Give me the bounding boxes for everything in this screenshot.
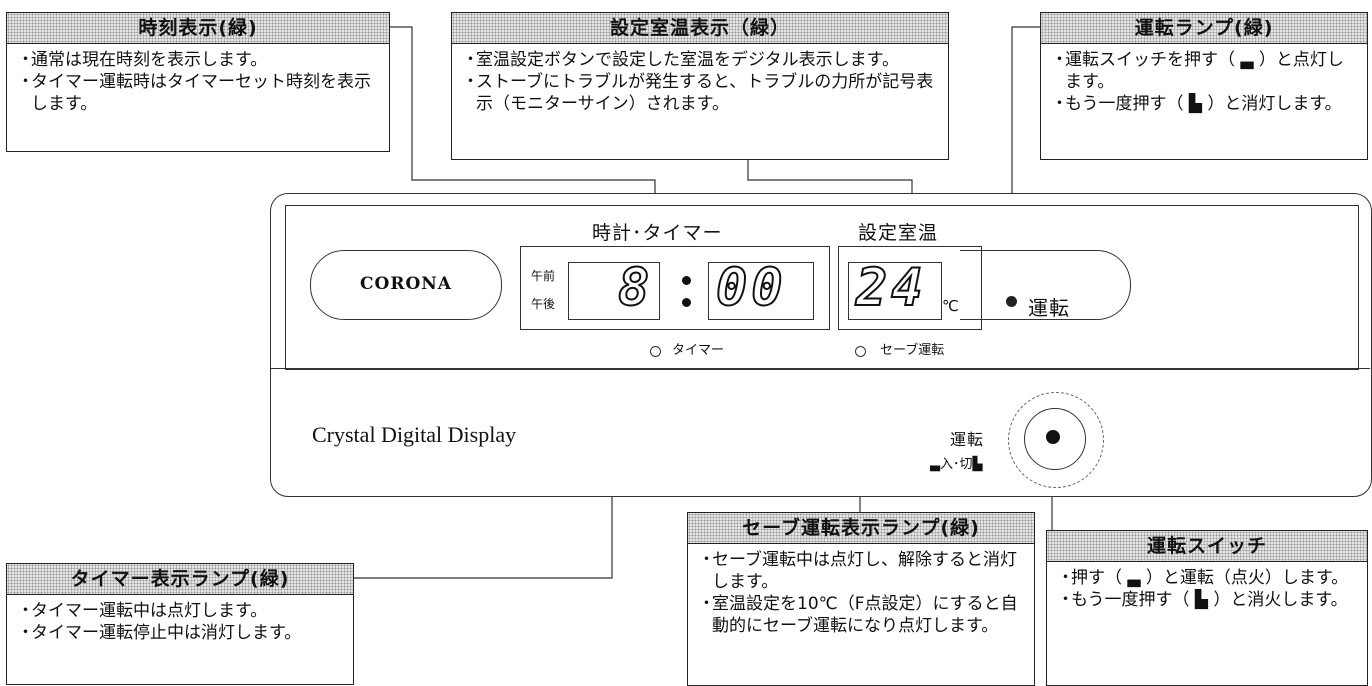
switch-onoff-label: ▃入･切▙ [930,457,983,472]
minute-digit-box [708,262,814,320]
celsius-unit: ℃ [942,297,959,315]
brand-logo: CORONA [359,274,452,294]
switch-bezel [1008,392,1104,488]
switch-label: 運転 [950,430,985,449]
control-panel [270,193,1372,497]
clock-display-frame [520,246,830,330]
run-lamp-title: 運転ランプ(緑) [1041,13,1367,44]
temp-display-note: ストーブにトラブルが発生すると、トラブルの力所が記号表示（モニターサイン）されま… [462,71,938,115]
clock-display-note: 通常は現在時刻を表示します。 [17,49,379,71]
save-lamp-title: セーブ運転表示ランプ(緑) [688,513,1034,544]
run-lamp [1006,296,1017,307]
clock-display-note: タイマー運転時はタイマーセット時刻を表示します。 [17,71,379,115]
temperature-digits: 24 [855,258,927,318]
colon-bottom [682,298,691,307]
colon-top [682,276,691,285]
run-lamp-callout: 運転ランプ(緑) 運転スイッチを押す（ ▃ ）と点灯します。 もう一度押す（ ▙… [1040,12,1368,160]
run-switch-callout: 運転スイッチ 押す（ ▃ ）と運転（点火）します。 もう一度押す（ ▙ ）と消火… [1046,530,1368,686]
run-lamp-note: 運転スイッチを押す（ ▃ ）と点灯します。 [1051,49,1357,93]
hour-digits: 8 [617,258,650,318]
run-switch-note: もう一度押す（ ▙ ）と消火します。 [1057,589,1357,611]
timer-lamp-note: タイマー運転中は点灯します。 [17,600,343,622]
run-label: 運転 [1028,296,1070,320]
brand-badge: CORONA [310,250,502,320]
timer-lamp-callout: タイマー表示ランプ(緑) タイマー運転中は点灯します。 タイマー運転停止中は消灯… [6,563,354,685]
temp-display-title: 設定室温表示（緑） [452,13,948,44]
run-switch-note: 押す（ ▃ ）と運転（点火）します。 [1057,567,1357,589]
temp-display-frame [838,246,982,330]
temp-digit-box [848,262,942,320]
series-name: Crystal Digital Display [312,422,517,447]
run-indicator-pill [960,250,1131,320]
clock-timer-label: 時計･タイマー [592,222,723,244]
save-lamp [855,346,866,357]
run-switch-button[interactable] [1024,408,1086,470]
save-lamp-note: セーブ運転中は点灯し、解除すると消灯します。 [698,549,1024,593]
set-temp-label: 設定室温 [858,222,939,244]
timer-lamp [650,346,661,357]
temp-display-note: 室温設定ボタンで設定した室温をデジタル表示します。 [462,49,938,71]
save-lamp-label: セーブ運転 [880,343,945,358]
run-switch-title: 運転スイッチ [1047,531,1367,562]
save-lamp-callout: セーブ運転表示ランプ(緑) セーブ運転中は点灯し、解除すると消灯します。 室温設… [687,512,1035,686]
pm-label: 午後 [531,297,556,311]
am-label: 午前 [531,269,556,283]
hour-digit-box [568,262,660,320]
save-lamp-note: 室温設定を10℃（F点設定）にすると自動的にセーブ運転になり点灯します。 [698,593,1024,637]
display-window [285,205,1359,370]
temp-display-callout: 設定室温表示（緑） 室温設定ボタンで設定した室温をデジタル表示します。 ストーブ… [451,12,949,160]
timer-lamp-title: タイマー表示ランプ(緑) [7,564,353,595]
switch-center-dot [1046,430,1060,444]
timer-lamp-label: タイマー [672,343,725,358]
clock-display-callout: 時刻表示(緑) 通常は現在時刻を表示します。 タイマー運転時はタイマーセット時刻… [6,12,390,152]
clock-display-title: 時刻表示(緑) [7,13,389,44]
panel-divider [271,368,1370,369]
minute-digits: 00 [715,258,787,318]
timer-lamp-note: タイマー運転停止中は消灯します。 [17,622,343,644]
run-lamp-note: もう一度押す（ ▙ ）と消灯します。 [1051,93,1357,115]
